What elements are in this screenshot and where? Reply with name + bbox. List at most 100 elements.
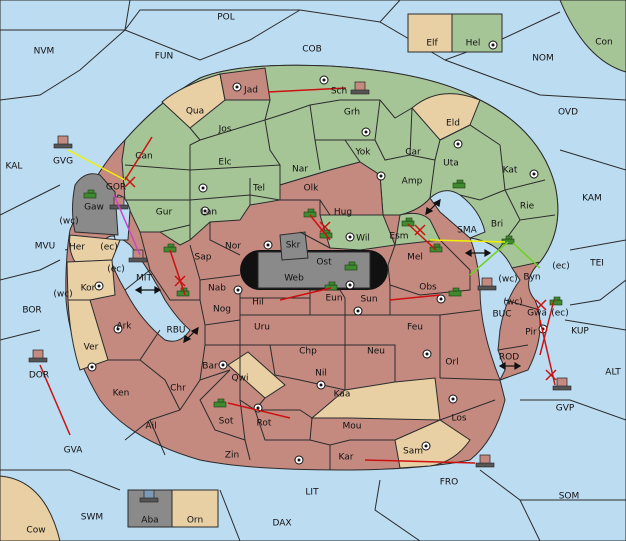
province-ver[interactable] — [67, 299, 109, 371]
fleet-unit — [475, 454, 495, 468]
label-rot: Rot — [257, 419, 272, 429]
label-uru: Uru — [254, 323, 270, 333]
label-alt: ALT — [605, 368, 621, 378]
coast-tag: (wc) — [59, 217, 78, 227]
label-lan: Lan — [201, 208, 217, 218]
label-rie: Rie — [520, 202, 535, 212]
label-fun: FUN — [155, 52, 174, 62]
label-gur: Gur — [156, 208, 173, 218]
label-sma: SMA — [457, 226, 477, 236]
label-gaw: Gaw — [84, 203, 104, 213]
label-sap: Sap — [195, 253, 212, 263]
failed-order-marks — [124, 176, 557, 381]
label-swm: SWM — [81, 513, 103, 523]
label-pol: POL — [217, 13, 235, 23]
coast-tag: (wc) — [498, 275, 517, 285]
label-jos: Jos — [218, 125, 232, 135]
supply-centers — [87, 40, 548, 465]
sma-inlet — [429, 190, 486, 239]
label-hug: Hug — [334, 208, 352, 218]
label-nom: NOM — [532, 54, 554, 64]
label-car: Car — [405, 148, 421, 158]
label-obs: Obs — [419, 283, 437, 293]
province-sam[interactable] — [394, 419, 471, 469]
province-web-ost[interactable] — [257, 251, 371, 289]
label-kar: Kar — [339, 453, 354, 463]
province-kor[interactable] — [66, 259, 116, 301]
label-bor: BOR — [22, 306, 41, 316]
label-hil: Hil — [252, 298, 264, 308]
label-jad: Jad — [243, 86, 258, 96]
label-tel: Tel — [252, 184, 265, 194]
label-kaa: Kaa — [334, 390, 351, 400]
coast-tag: (ec) — [100, 243, 118, 253]
army-unit — [213, 398, 227, 408]
label-feu: Feu — [407, 323, 423, 333]
label-cow: Cow — [26, 526, 45, 536]
label-mit: MIT — [136, 274, 152, 284]
army-unit — [401, 217, 415, 227]
label-lit: LIT — [305, 488, 319, 498]
label-nil: Nil — [315, 369, 327, 379]
label-qua: Qua — [186, 107, 204, 117]
label-mou: Mou — [343, 422, 362, 432]
legend-box-south — [127, 489, 219, 528]
label-neu: Neu — [367, 347, 385, 357]
coast-tag: (wc) — [503, 298, 522, 308]
label-bar: Bar — [202, 362, 218, 372]
label-sam: Sam — [403, 447, 423, 457]
province-skr[interactable] — [279, 231, 309, 261]
label-fro: FRO — [440, 478, 459, 488]
label-sot: Sot — [219, 417, 234, 427]
army-unit — [452, 179, 466, 189]
label-can: Can — [135, 152, 153, 162]
label-kor: Kor — [81, 284, 96, 294]
army-unit — [83, 189, 97, 199]
province-mel[interactable] — [387, 239, 471, 296]
legend-hel: Hel — [466, 39, 481, 49]
label-ark: Ark — [116, 322, 132, 332]
label-gvg: GVG — [53, 157, 73, 167]
sea-labels: POL NVM FUN COB NOM Con OVD KAL KAM MVU … — [6, 13, 622, 536]
army-unit — [344, 261, 358, 271]
coast-tags: (wc) (ec) (ec) (wc) (wc) (ec) (wc) (ec) — [53, 217, 569, 319]
label-rbu: RBU — [166, 326, 185, 336]
label-qwi: Qwi — [232, 374, 249, 384]
province-gaw[interactable] — [72, 173, 119, 236]
coast-tag: (ec) — [107, 265, 125, 275]
army-unit — [549, 296, 563, 306]
label-web: Web — [284, 274, 304, 284]
fleet-unit — [477, 277, 497, 291]
label-nvm: NVM — [34, 47, 55, 57]
label-chr: Chr — [170, 384, 186, 394]
label-eld: Eld — [446, 119, 460, 129]
label-eun: Eun — [325, 294, 342, 304]
army-unit — [303, 208, 317, 218]
label-nor: Nor — [225, 242, 241, 252]
label-orl: Orl — [445, 358, 458, 368]
province-qwi[interactable] — [227, 351, 286, 399]
province-wil[interactable] — [319, 214, 396, 251]
label-nab: Nab — [208, 284, 226, 294]
label-kup: KUP — [571, 327, 589, 337]
label-kal: KAL — [6, 162, 23, 172]
fleet-unit — [28, 349, 48, 363]
label-nar: Nar — [292, 165, 308, 175]
army-unit — [324, 281, 338, 291]
label-gvp: GVP — [556, 404, 575, 414]
label-sun: Sun — [360, 295, 377, 305]
label-wil: Wil — [356, 234, 370, 244]
label-som: SOM — [559, 492, 580, 502]
label-mvu: MVU — [35, 242, 56, 252]
coast-tag: (ec) — [551, 309, 569, 319]
label-buc: BUC — [492, 310, 511, 320]
label-dax: DAX — [272, 519, 291, 529]
army-unit — [448, 287, 462, 297]
fleet-unit — [128, 249, 148, 263]
legend-orn: Orn — [187, 516, 203, 526]
label-olk: Olk — [304, 184, 320, 194]
province-labels: Jad Sch Qua Jos Grh Eld Can Elc Nar Yok … — [69, 86, 547, 463]
units — [28, 81, 572, 503]
fleet-unit — [552, 377, 572, 391]
